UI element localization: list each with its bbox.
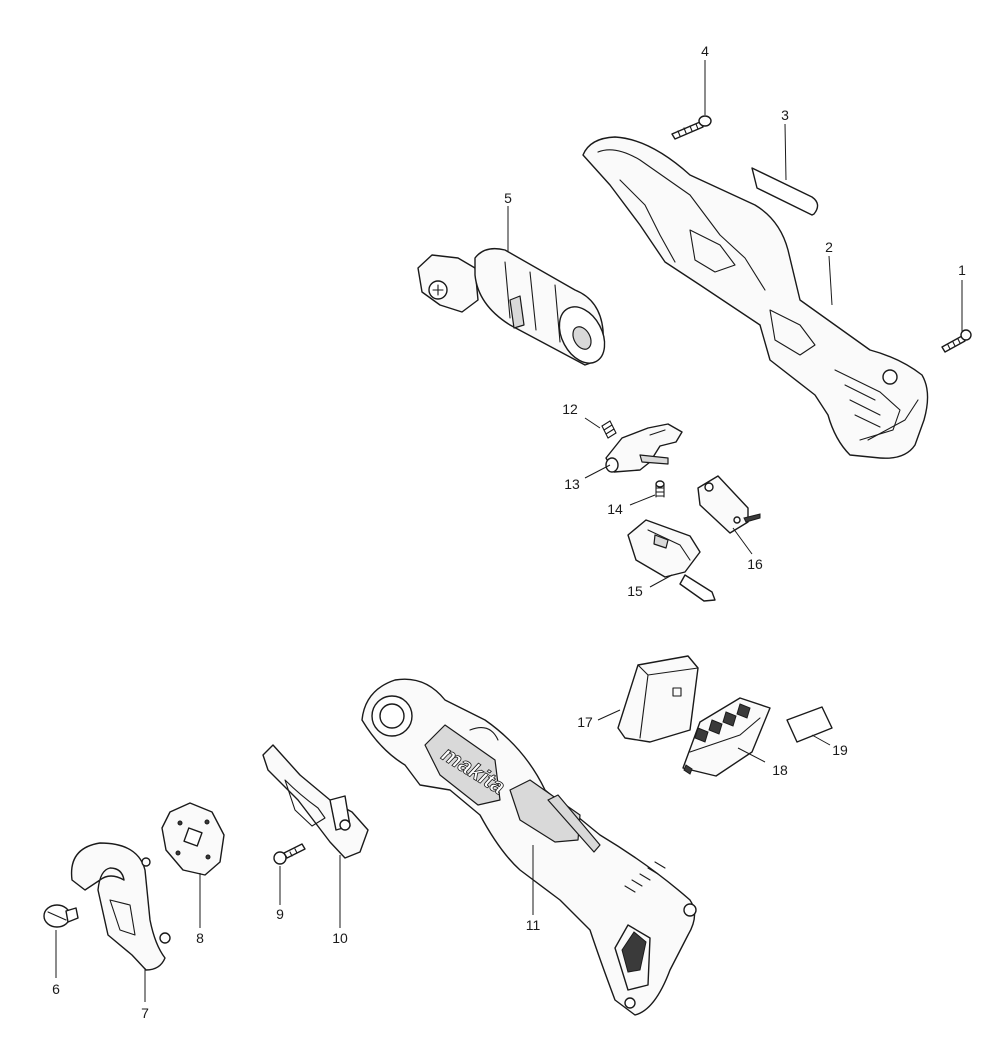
part-8-washer	[161, 802, 225, 876]
callout-19: 19	[832, 742, 848, 758]
callout-16: 16	[747, 556, 763, 572]
part-5-motor	[417, 247, 606, 366]
callout-13: 13	[564, 476, 580, 492]
part-3-label	[751, 167, 819, 216]
callout-14: 14	[607, 501, 623, 517]
callout-9: 9	[276, 906, 284, 922]
callout-labels: 1 2 3 4 5 6 7 8 9 10 11 12 13 14 15 16 1…	[52, 43, 966, 1021]
part-16-switch	[697, 475, 761, 534]
callout-18: 18	[772, 762, 788, 778]
part-14-spring	[655, 480, 665, 498]
part-10-bracket	[262, 744, 369, 859]
part-15-holder	[627, 519, 716, 602]
callout-17: 17	[577, 714, 593, 730]
callout-4: 4	[701, 43, 709, 59]
part-12-spring	[601, 420, 617, 439]
part-4-screw	[671, 115, 712, 140]
part-13-trigger	[605, 423, 683, 473]
part-1-screw	[941, 329, 972, 353]
part-19-sheet	[786, 706, 833, 743]
callout-6: 6	[52, 981, 60, 997]
part-11-housing: makita	[361, 678, 697, 1016]
part-9-screw	[273, 843, 306, 865]
callout-7: 7	[141, 1005, 149, 1021]
callout-8: 8	[196, 930, 204, 946]
callout-11: 11	[526, 917, 541, 933]
callout-12: 12	[562, 401, 578, 417]
callout-5: 5	[504, 190, 512, 206]
callout-3: 3	[781, 107, 789, 123]
part-2-housing	[582, 136, 929, 459]
callout-2: 2	[825, 239, 833, 255]
part-6-screw	[43, 904, 79, 928]
callout-10: 10	[332, 930, 348, 946]
leader-lines	[55, 60, 963, 1002]
part-7-hook	[70, 842, 171, 971]
part-17-block	[617, 655, 699, 743]
part-18-controller	[682, 697, 771, 777]
callout-1: 1	[958, 262, 966, 278]
callout-15: 15	[627, 583, 643, 599]
